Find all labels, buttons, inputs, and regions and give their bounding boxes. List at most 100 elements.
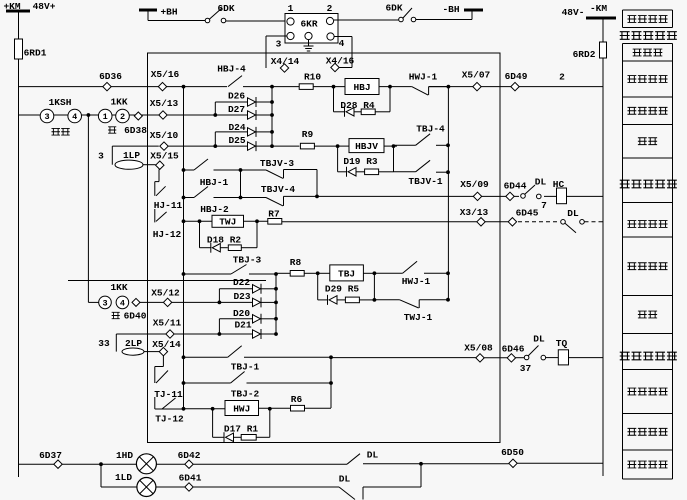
svg-text:6D41: 6D41 xyxy=(179,473,202,484)
svg-text:3: 3 xyxy=(102,299,107,309)
svg-text:1KK: 1KK xyxy=(110,97,127,108)
svg-text:D29 R5: D29 R5 xyxy=(325,284,360,295)
svg-text:4: 4 xyxy=(72,112,77,122)
svg-text:TBJV-4: TBJV-4 xyxy=(261,184,296,195)
svg-text:DL: DL xyxy=(533,334,545,345)
svg-text:DL: DL xyxy=(339,474,351,485)
svg-text:R7: R7 xyxy=(268,209,280,220)
svg-text:4: 4 xyxy=(120,299,125,309)
svg-text:6DK: 6DK xyxy=(385,3,402,14)
svg-text:6D45: 6D45 xyxy=(516,208,539,219)
svg-text:HBJ-2: HBJ-2 xyxy=(200,204,229,215)
svg-text:X5/14: X5/14 xyxy=(152,339,181,350)
svg-text:6D49: 6D49 xyxy=(505,71,528,82)
svg-text:R10: R10 xyxy=(304,72,321,83)
svg-text:X5/13: X5/13 xyxy=(150,98,179,109)
svg-text:DL: DL xyxy=(535,177,547,188)
svg-text:TBJ: TBJ xyxy=(338,268,355,279)
svg-text:7: 7 xyxy=(541,200,547,211)
svg-text:TQ: TQ xyxy=(556,338,568,349)
svg-text:D19 R3: D19 R3 xyxy=(343,156,378,167)
svg-text:X3/13: X3/13 xyxy=(460,207,489,218)
svg-text:TBJV-1: TBJV-1 xyxy=(408,176,443,187)
svg-text:X5/15: X5/15 xyxy=(150,151,179,162)
svg-text:3: 3 xyxy=(98,151,104,162)
svg-text:6RD1: 6RD1 xyxy=(24,48,47,59)
svg-text:1KK: 1KK xyxy=(110,282,127,293)
svg-text:6D44: 6D44 xyxy=(504,181,527,192)
svg-text:D21: D21 xyxy=(234,320,251,331)
svg-text:X5/08: X5/08 xyxy=(464,343,493,354)
svg-text:R6: R6 xyxy=(291,394,303,405)
svg-text:+BH: +BH xyxy=(160,7,177,18)
svg-text:1KSH: 1KSH xyxy=(49,97,72,108)
svg-text:1: 1 xyxy=(288,3,294,14)
svg-text:6D36: 6D36 xyxy=(99,71,122,82)
svg-text:6DK: 6DK xyxy=(217,3,234,14)
svg-text:TBJV-3: TBJV-3 xyxy=(260,158,295,169)
svg-text:2LP: 2LP xyxy=(125,338,142,349)
svg-text:6D40: 6D40 xyxy=(124,311,147,322)
svg-text:37: 37 xyxy=(520,363,532,374)
svg-text:TBJ-1: TBJ-1 xyxy=(231,362,260,373)
svg-text:-KM: -KM xyxy=(590,3,607,14)
svg-text:HBJ-1: HBJ-1 xyxy=(200,177,229,188)
svg-text:D17 R1: D17 R1 xyxy=(224,424,259,435)
svg-text:D22: D22 xyxy=(233,277,250,288)
svg-text:HBJV: HBJV xyxy=(355,141,378,152)
svg-text:X4/16: X4/16 xyxy=(326,56,355,67)
svg-text:6D46: 6D46 xyxy=(502,344,525,355)
svg-text:HBJ: HBJ xyxy=(353,82,370,93)
svg-text:HC: HC xyxy=(553,179,565,190)
svg-text:TBJ-2: TBJ-2 xyxy=(231,389,260,400)
svg-text:HBJ-4: HBJ-4 xyxy=(217,64,246,75)
svg-text:HWJ-1: HWJ-1 xyxy=(402,276,431,287)
svg-text:3: 3 xyxy=(276,39,282,50)
svg-text:D27: D27 xyxy=(228,104,245,115)
svg-text:2: 2 xyxy=(327,3,333,14)
svg-text:D26: D26 xyxy=(228,91,245,102)
svg-text:TWJ-1: TWJ-1 xyxy=(404,312,433,323)
svg-text:-BH: -BH xyxy=(442,4,459,15)
svg-text:X5/10: X5/10 xyxy=(150,130,179,141)
svg-text:3: 3 xyxy=(44,112,49,122)
svg-text:TBJ-3: TBJ-3 xyxy=(233,255,262,266)
svg-text:R9: R9 xyxy=(302,129,314,140)
svg-text:R8: R8 xyxy=(290,257,302,268)
svg-text:+KM: +KM xyxy=(3,1,20,12)
svg-text:X5/12: X5/12 xyxy=(151,288,180,299)
svg-text:4: 4 xyxy=(339,38,345,49)
svg-text:X4/14: X4/14 xyxy=(271,56,300,67)
svg-text:X5/11: X5/11 xyxy=(153,318,182,329)
svg-text:TWJ: TWJ xyxy=(219,217,236,228)
svg-text:DL: DL xyxy=(367,450,379,461)
svg-text:33: 33 xyxy=(98,338,110,349)
svg-text:6RD2: 6RD2 xyxy=(573,49,596,60)
svg-text:X5/07: X5/07 xyxy=(462,70,491,81)
svg-text:HJ-11: HJ-11 xyxy=(154,200,183,211)
svg-text:2: 2 xyxy=(120,112,125,122)
svg-text:X5/16: X5/16 xyxy=(151,69,180,80)
svg-text:DL: DL xyxy=(567,208,579,219)
svg-text:D28 R4: D28 R4 xyxy=(340,100,375,111)
svg-text:1: 1 xyxy=(103,112,108,122)
svg-text:D25: D25 xyxy=(228,135,245,146)
svg-text:D20: D20 xyxy=(233,308,250,319)
svg-text:6D42: 6D42 xyxy=(178,450,201,461)
svg-text:TJ-11: TJ-11 xyxy=(154,389,183,400)
svg-text:48V-: 48V- xyxy=(562,7,585,18)
svg-text:2: 2 xyxy=(559,72,565,83)
svg-text:6D38: 6D38 xyxy=(124,125,147,136)
svg-text:6KR: 6KR xyxy=(300,19,317,30)
svg-text:1HD: 1HD xyxy=(116,450,133,461)
svg-text:1LD: 1LD xyxy=(115,472,132,483)
svg-text:1LP: 1LP xyxy=(123,150,140,161)
svg-text:TJ-12: TJ-12 xyxy=(155,414,184,425)
svg-text:HJ-12: HJ-12 xyxy=(153,229,182,240)
svg-text:D23: D23 xyxy=(233,291,250,302)
svg-text:TBJ-4: TBJ-4 xyxy=(416,124,445,135)
svg-text:6D37: 6D37 xyxy=(39,450,62,461)
svg-text:D18 R2: D18 R2 xyxy=(207,235,242,246)
svg-text:D24: D24 xyxy=(228,122,245,133)
svg-text:HWJ-1: HWJ-1 xyxy=(409,72,438,83)
